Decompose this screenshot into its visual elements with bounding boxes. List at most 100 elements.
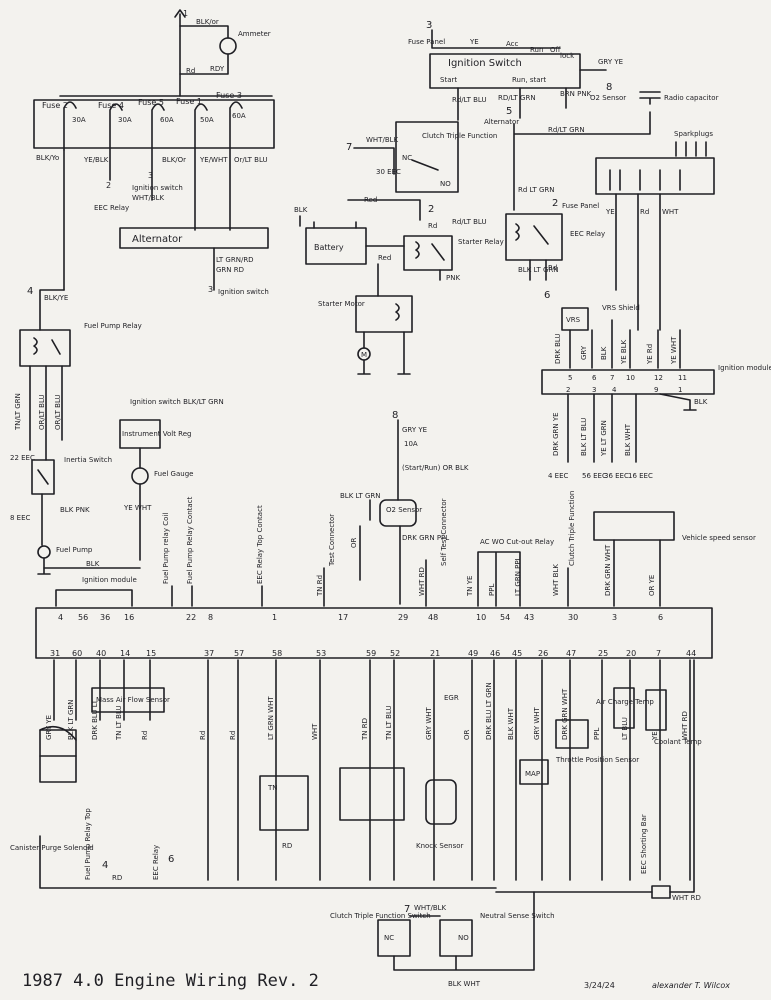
maf-label: Mass Air Flow Sensor xyxy=(96,696,170,704)
im-out-1: DRK GRN YE xyxy=(552,412,560,456)
connector-bottom-pin: 25 xyxy=(598,649,608,658)
wht-blk-label: WHT/BLK xyxy=(132,194,165,202)
ign-acc: Acc xyxy=(506,40,519,48)
connector-top-pin: 6 xyxy=(658,613,663,622)
vss-box xyxy=(593,511,675,541)
starter-relay-label: Starter Relay xyxy=(458,238,504,246)
eec-num2: 2 xyxy=(552,198,558,209)
eecr-num6: 6 xyxy=(168,854,174,865)
connector-bottom-wire-label: YE xyxy=(651,731,659,741)
ignition-switch-box xyxy=(429,53,581,89)
lt-grn-rd: LT GRN/RD xyxy=(216,256,254,264)
ign-lock: lock xyxy=(560,52,575,60)
im-pin-3: 3 xyxy=(592,386,596,394)
coil-ye: YE xyxy=(605,208,615,216)
injector-bank-b xyxy=(339,767,405,821)
connector-bottom-pin: 53 xyxy=(316,649,326,658)
air-charge-label: Air Charge Temp xyxy=(596,698,654,706)
im-eec-56: 56 EEC xyxy=(582,472,607,480)
connector-bottom-pin: 37 xyxy=(204,649,214,658)
connector-top-pin: 17 xyxy=(338,613,348,622)
eecr-label: EEC Relay xyxy=(152,845,160,880)
fp-blk-pnk: BLK PNK xyxy=(60,506,90,514)
canister-label: Canister Purge Solenoid xyxy=(10,844,94,852)
connector-top-pin: 30 xyxy=(568,613,578,622)
bot-blk-wht: BLK WHT xyxy=(448,980,481,988)
im-out-4: BLK WHT xyxy=(624,423,632,456)
connector-top-pin: 1 xyxy=(272,613,277,622)
eec-num6: 6 xyxy=(544,290,550,301)
fuel-pump-relay-box xyxy=(19,329,71,367)
st-num7: 7 xyxy=(346,142,352,153)
connector-bottom-pin: 45 xyxy=(512,649,522,658)
inj-rd: RD xyxy=(282,842,292,850)
fp-tn-lt-grn: TN/LT GRN xyxy=(14,393,22,431)
ign-switch-label: Ignition switch xyxy=(132,184,183,192)
eec-relay-section: 2 Fuse Panel Rd LT GRN EEC Relay BLK LT … xyxy=(505,186,605,301)
st-wht-blk: WHT/BLK xyxy=(366,136,399,144)
starter-relay-box xyxy=(403,235,453,271)
sparkplugs-label: Sparkplugs xyxy=(674,130,713,138)
fuse-panel-section: 1 BLK/or Ammeter RDY Rd Fuse 2 Fuse 4 Fu… xyxy=(33,9,275,296)
im-pin-12: 12 xyxy=(654,374,663,382)
st-blk: BLK xyxy=(294,206,308,214)
fp-relay-label: Fuel Pump Relay xyxy=(84,322,142,330)
ignition-module-section: VRS VRS Shield DRK BLU GRY BLK YE BLK YE… xyxy=(541,304,771,480)
connector-bottom-wire-label: LT GRN WHT xyxy=(267,696,275,740)
connector-bottom-wire-label: PPL xyxy=(593,728,601,740)
ct-label-2: Fuel Pump Relay Contact xyxy=(186,496,194,584)
o2-sensor: O2 Sensor xyxy=(386,506,422,514)
connector-top-pin: 48 xyxy=(428,613,438,622)
connector-bottom-wire-label: Rd xyxy=(141,731,149,740)
connector-bottom-pin: 15 xyxy=(146,649,156,658)
connector-bottom-pin: 47 xyxy=(566,649,576,658)
ct-label-10: PPL xyxy=(488,584,496,596)
eec-relay-num: 2 xyxy=(106,181,111,190)
im-eec-16: 16 EEC xyxy=(628,472,653,480)
fpr-top-label: Fuel Pump Relay Top xyxy=(84,808,92,880)
im-pin-11: 11 xyxy=(678,374,687,382)
ign-run-start: Run, start xyxy=(512,76,546,84)
connector-bottom-wire-label: GRY WHT xyxy=(425,706,433,740)
lower-components: Mass Air Flow Sensor Canister Purge Sole… xyxy=(10,659,702,988)
title-block: 1987 4.0 Engine Wiring Rev. 2 3/24/24 al… xyxy=(22,971,730,991)
fuel-gauge-label: Fuel Gauge xyxy=(154,470,193,478)
knock-sensor xyxy=(425,779,457,825)
eec-rd: Rd xyxy=(548,264,557,272)
rd-label: Rd xyxy=(186,67,195,75)
eec-relay-label: EEC Relay xyxy=(570,230,605,238)
fp-or-lt-blu-2: OR/LT BLU xyxy=(54,394,62,430)
ignition-switch-section: 3 Fuse Panel YE Acc Run Off lock Ignitio… xyxy=(408,20,719,331)
fuse-wire-5: Or/LT BLU xyxy=(234,156,268,164)
connector-bottom-pin: 46 xyxy=(490,649,500,658)
radio-cap-label: Radio capacitor xyxy=(664,94,719,102)
im-wire-3: BLK xyxy=(600,346,608,360)
connector-bottom-pin: 52 xyxy=(390,649,400,658)
connector-bottom-pin: 44 xyxy=(686,649,696,658)
coil-rd: Rd xyxy=(640,208,649,216)
inertia-label: Inertia Switch xyxy=(64,456,112,464)
connector-top-pin: 4 xyxy=(58,613,63,622)
ct-label-12: WHT BLK xyxy=(552,564,560,596)
fuse-wire-2: YE/BLK xyxy=(83,156,109,164)
st-nc: NC xyxy=(402,154,412,162)
connector-bottom-pin: 20 xyxy=(626,649,636,658)
connector-bottom-wire-label: GRY WHT xyxy=(533,706,541,740)
starter-section: 7 WHT/BLK Clutch Triple Function NC NO 3… xyxy=(294,121,504,375)
diagram-author: alexander T. Wilcox xyxy=(652,981,730,990)
ct-label-9: TN YE xyxy=(466,576,474,597)
connector-bottom-pin: 49 xyxy=(468,649,478,658)
ign-o2: O2 Sensor xyxy=(590,94,626,102)
connector-bottom-wire-label: DRK BLU LT xyxy=(91,699,99,740)
ign-ye: YE xyxy=(469,38,479,46)
st-red2: Red xyxy=(378,254,391,262)
inj-tn: TN xyxy=(267,784,278,792)
egr-label: EGR xyxy=(444,694,459,702)
fuse-1-label: Fuse 1 xyxy=(176,97,202,106)
eec-fuse-panel: Fuse Panel xyxy=(562,202,599,210)
o2-blk-lt-grn: BLK LT GRN xyxy=(340,492,380,500)
connector-top-pin: 10 xyxy=(476,613,486,622)
eec-blk-lt-grn: BLK LT GRN xyxy=(518,266,558,274)
bot-num7: 7 xyxy=(404,904,410,915)
connector-bottom-pin: 21 xyxy=(430,649,440,658)
